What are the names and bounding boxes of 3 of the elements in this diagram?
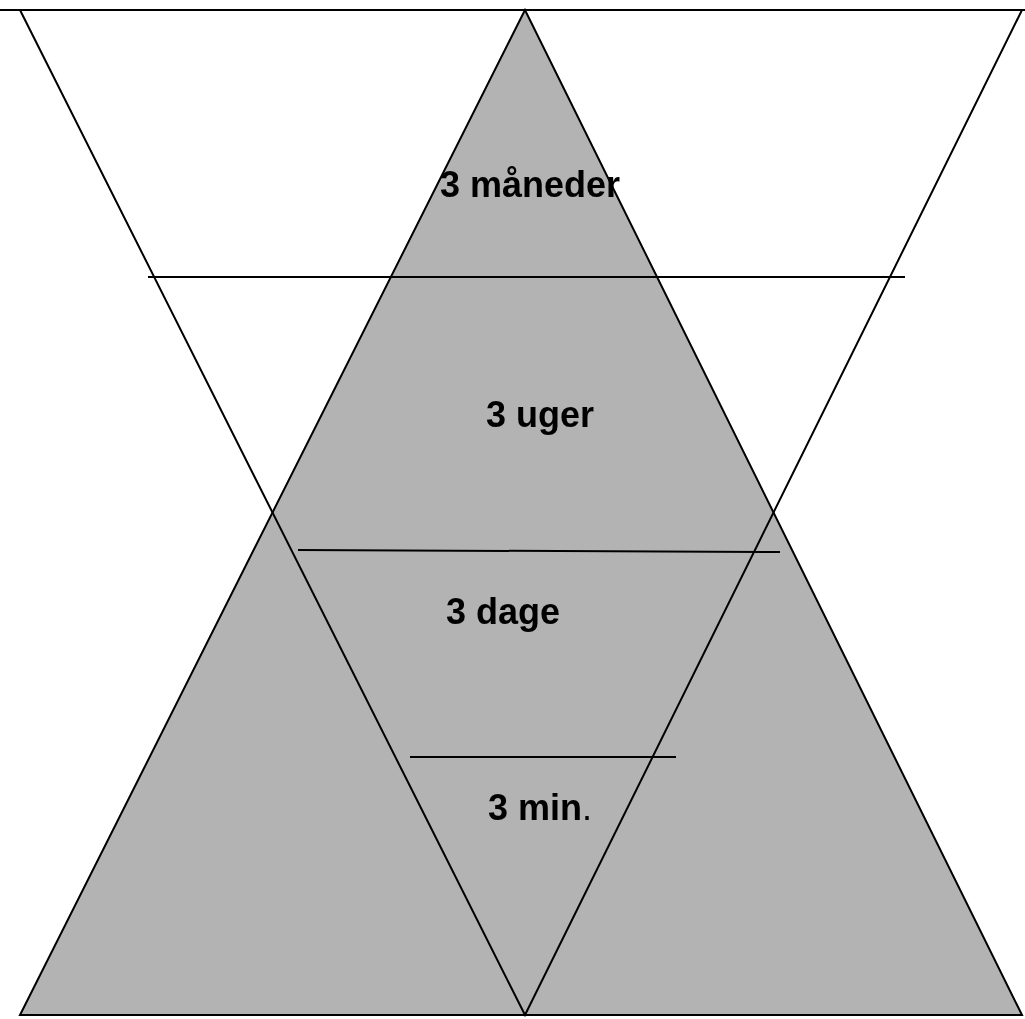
level-label: 3 dage [446, 591, 560, 633]
level-label: 3 min. [488, 787, 592, 829]
level-label: 3 uger [486, 394, 594, 436]
